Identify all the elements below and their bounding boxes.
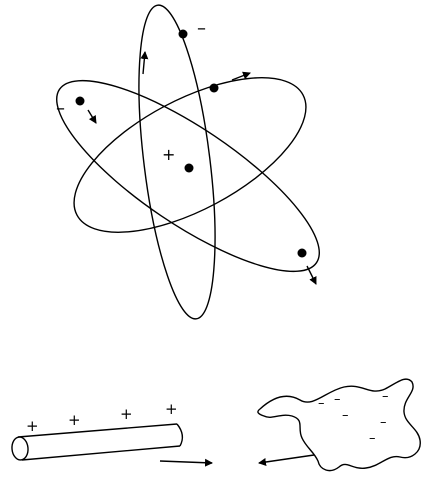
cloth-charge-5: –	[380, 415, 387, 430]
charged-cloth: – – – – – –	[258, 379, 420, 470]
rod-motion-arrow	[160, 461, 212, 463]
electron-top-charge-label: –	[197, 18, 206, 39]
nucleus-charge-label: +	[162, 145, 175, 164]
cloth-charge-2: –	[334, 392, 341, 407]
cloth-motion-arrow	[259, 455, 314, 463]
orbit-arrow-right	[307, 266, 316, 284]
electron-upper-right	[210, 84, 219, 93]
rod-charge-3: +	[120, 405, 133, 423]
rod-body	[18, 424, 180, 460]
rod-charge-4: +	[165, 400, 178, 418]
rod-charge-2: +	[68, 411, 81, 429]
rod-right-end	[177, 424, 182, 446]
charged-rod: + + + +	[11, 400, 182, 461]
cloth-charge-1: –	[318, 396, 325, 411]
atom-model: + – –	[33, 1, 344, 323]
cloth-charge-4: –	[342, 408, 349, 423]
orbit-ascending	[51, 46, 329, 263]
orbit-arrow-left	[88, 110, 96, 123]
nucleus	[185, 164, 194, 173]
rod-left-end	[11, 436, 29, 460]
orbit-arrow-vertical	[143, 52, 145, 74]
electron-top	[179, 30, 188, 39]
orbit-vertical	[125, 1, 229, 323]
rod-charge-1: +	[26, 417, 39, 435]
electron-lower-right	[298, 249, 307, 258]
cloth-charge-6: –	[369, 431, 376, 446]
electron-left-charge-label: –	[56, 98, 65, 119]
cloth-charge-3: –	[382, 389, 389, 404]
electron-left	[76, 97, 85, 106]
